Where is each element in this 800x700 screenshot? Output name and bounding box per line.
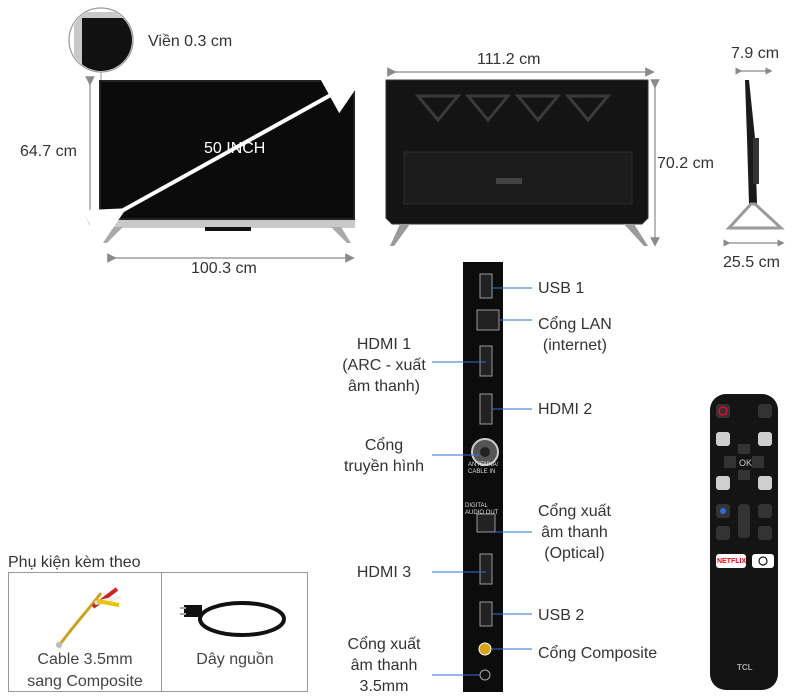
lan-label: Cổng LAN (internet) [538,316,612,354]
accessories-title: Phụ kiện kèm theo [8,554,141,571]
hdmi3-label: HDMI 3 [356,564,412,581]
bezel-label: Viền 0.3 cm [148,33,233,50]
remote-body [710,394,778,690]
back-height-label: 70.2 cm [657,155,714,172]
depth-top-label: 7.9 cm [731,45,780,62]
remote-ok-label: OK [739,458,753,468]
composite-label: Cổng Composite [538,645,658,662]
accessory-power-cord: Dây nguồn [162,573,308,691]
tv-back-panel [385,79,649,246]
hdmi1-label: HDMI 1 (ARC - xuất âm thanh) [342,336,426,395]
tv-input-label: Cổng truyền hình [343,437,425,475]
usb2-label: USB 2 [538,607,585,624]
power-cord-image [180,601,286,637]
port-panel-body [463,262,503,692]
diagonal-label: 50 INCH [204,140,266,157]
front-width-label: 100.3 cm [191,260,257,277]
diagonal-arrow [81,76,365,246]
front-height-label: 64.7 cm [20,143,77,160]
back-height-arrow [650,79,660,247]
usb1-label: USB 1 [538,280,585,297]
accessory-cable: Cable 3.5mm sang Composite [9,573,161,691]
optical-label: Cổng xuất âm thanh (Optical) [538,503,611,562]
tv-feet [103,227,351,243]
front-height-arrow [85,76,95,226]
back-width-arrow [387,67,655,77]
accessory-power-cord-name: Dây nguồn [196,651,274,668]
accessories-divider [161,573,162,691]
accessory-cable-name: Cable 3.5mm sang Composite [27,651,143,690]
depth-stand-label: 25.5 cm [723,254,780,271]
back-width-label: 111.2 cm [477,51,541,68]
netflix-button-label: NETFLIX [717,558,747,565]
accessories-box: Cable 3.5mm sang Composite Dây nguồn [8,572,308,692]
front-width-arrow [107,253,355,263]
cable-35mm-image [56,587,122,648]
depth-stand-arrow [723,239,785,247]
tv-side-body [725,80,785,230]
depth-top-arrow [735,67,773,75]
hdmi2-label: HDMI 2 [538,401,593,418]
audio-35-label: Cổng xuất âm thanh 3.5mm [347,636,421,695]
antenna-print: ANTENNA/ CABLE IN [468,462,499,475]
optical-print: DIGITAL AUDIO OUT [465,503,499,516]
remote-brand-label: TCL [737,663,753,672]
